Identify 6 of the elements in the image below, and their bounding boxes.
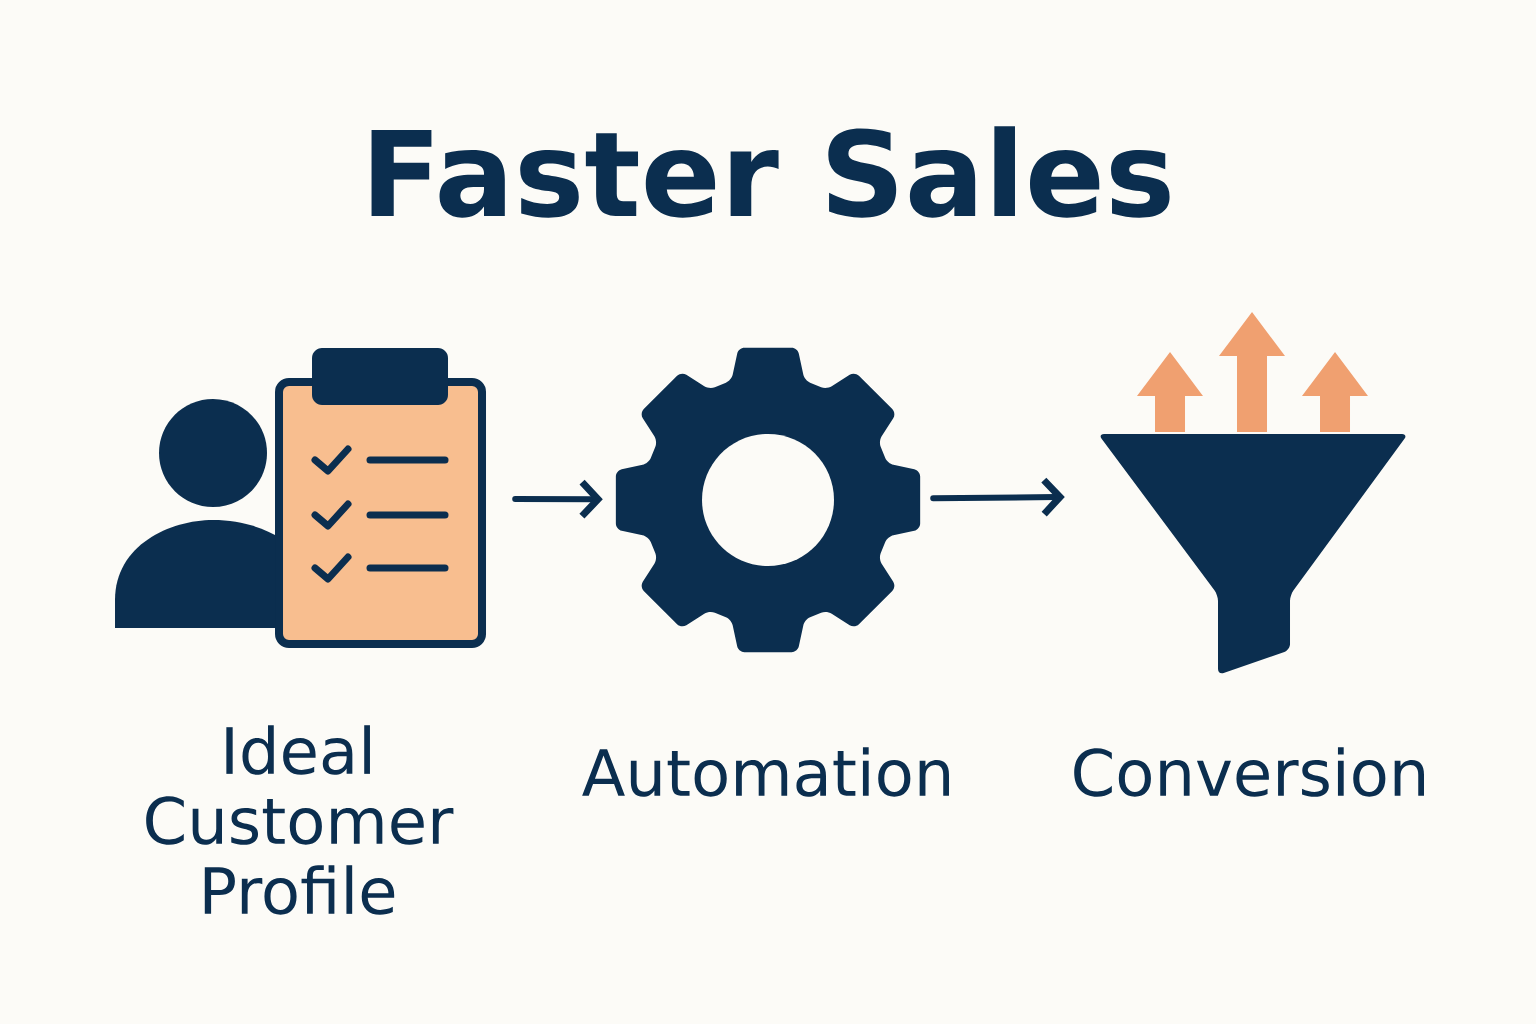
step-label: Automation (582, 747, 949, 797)
title: Faster Sales (371, 126, 1170, 218)
step-label: Conversion (1074, 747, 1424, 797)
step-label: Ideal Customer Profile (146, 725, 454, 915)
arrow (930, 477, 1065, 517)
arrow (512, 479, 603, 519)
